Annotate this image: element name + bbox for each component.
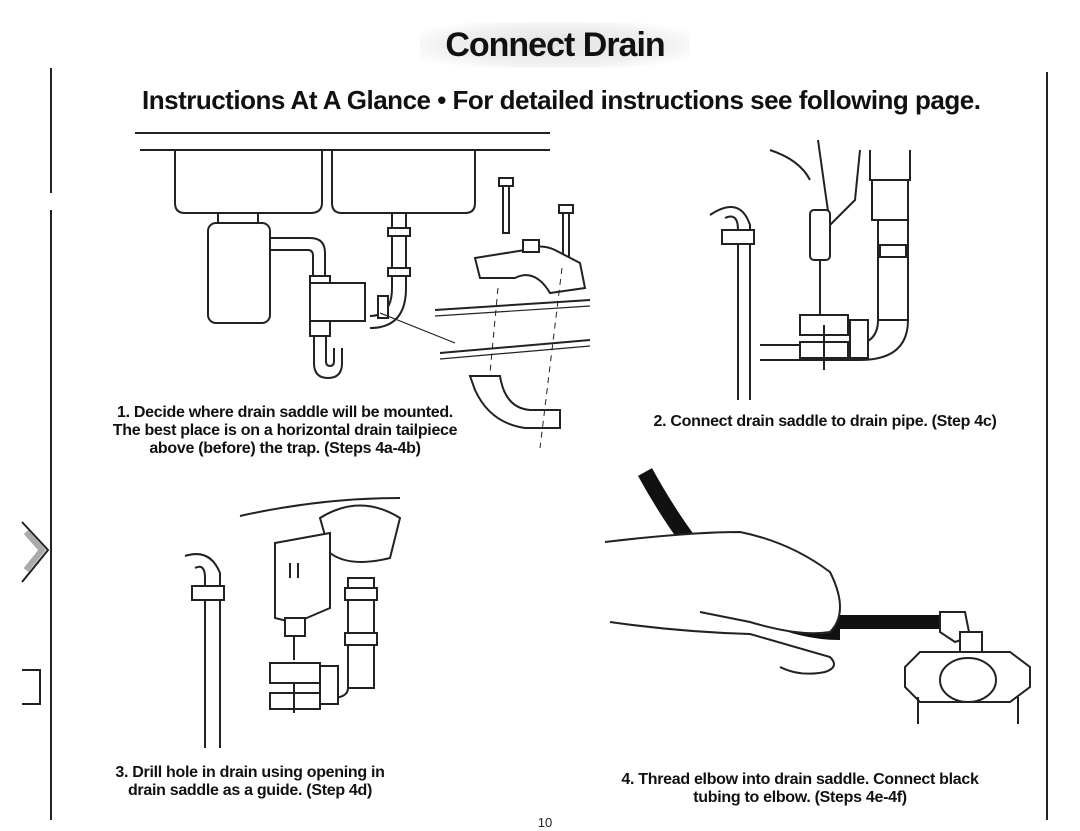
step-4-line-2: tubing to elbow. (Steps 4e-4f) [693,789,907,806]
step-4-line-1: 4. Thread elbow into drain saddle. Conne… [621,771,979,788]
illustration-connect-saddle [709,139,911,400]
step-2-line-1: 2. Connect drain saddle to drain pipe. (… [653,413,997,430]
step-4-caption: 4. Thread elbow into drain saddle. Conne… [590,771,1010,807]
page-number: 10 [537,815,553,830]
illustration-tubing-elbow [604,468,1031,724]
illustration-drill-hole [184,497,402,748]
bookmark-tab-icon [22,669,41,705]
step-1-line-1: 1. Decide where drain saddle will be mou… [117,404,453,421]
step-2-caption: 2. Connect drain saddle to drain pipe. (… [620,413,1030,431]
step-3-line-1: 3. Drill hole in drain using opening in [115,764,385,781]
step-1-line-2: The best place is on a horizontal drain … [112,422,458,439]
step-1-caption: 1. Decide where drain saddle will be mou… [95,404,475,458]
illustration-sink-trap [135,132,591,449]
page-title: Connect Drain [420,22,690,68]
step-3-line-2: drain saddle as a guide. (Step 4d) [127,782,373,799]
page-subtitle: Instructions At A Glance • For detailed … [142,85,981,115]
left-border-line-lower [50,210,52,820]
left-border-line [50,68,52,193]
next-arrow-icon [21,521,50,583]
step-3-caption: 3. Drill hole in drain using opening in … [95,764,405,800]
step-1-line-3: above (before) the trap. (Steps 4a-4b) [149,440,421,457]
right-border-line [1046,72,1048,820]
